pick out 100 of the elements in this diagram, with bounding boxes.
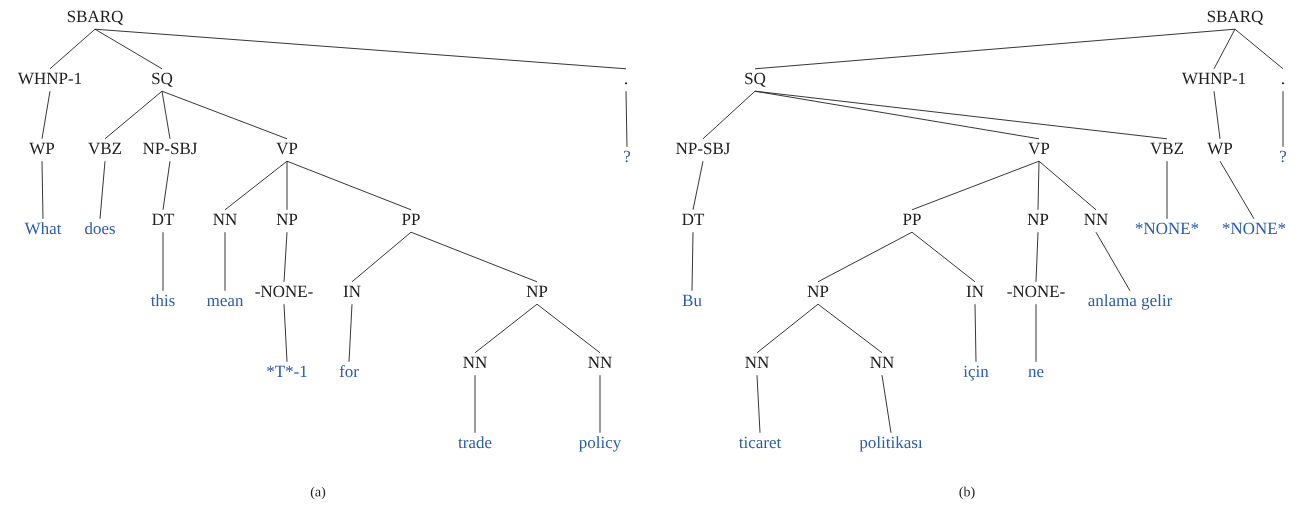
category-label: NP xyxy=(1027,213,1049,225)
category-label: NN xyxy=(588,356,612,368)
category-label: NN xyxy=(870,356,894,368)
tree-branch xyxy=(1213,28,1236,70)
category-label: DT xyxy=(682,213,705,225)
word: için xyxy=(963,365,989,381)
category-label: IN xyxy=(966,285,984,297)
category-label: SQ xyxy=(152,72,173,87)
tree-branch xyxy=(1037,160,1040,211)
word: Bu xyxy=(682,294,702,307)
category-label: VBZ xyxy=(88,142,122,155)
panel-caption: (a) xyxy=(310,486,326,500)
category-label: SQ xyxy=(745,72,766,87)
panel-caption: (b) xyxy=(959,486,975,500)
tree-branch xyxy=(1234,28,1284,70)
category-label: -NONE- xyxy=(255,285,313,298)
tree-branch xyxy=(625,90,628,148)
tree-branch xyxy=(286,160,288,211)
category-label: VBZ xyxy=(1150,142,1184,155)
word: policy xyxy=(579,436,622,452)
tree-branch xyxy=(756,303,819,354)
tree-branch xyxy=(1282,90,1284,148)
tree-branch xyxy=(41,90,51,140)
tree-branch xyxy=(104,90,163,140)
category-label: NP xyxy=(807,285,829,297)
tree-branch xyxy=(410,231,538,283)
word: *NONE* xyxy=(1135,222,1199,235)
tree-branch xyxy=(348,303,353,363)
word: *T*-1 xyxy=(267,365,307,377)
word: this xyxy=(150,294,175,307)
tree-branch xyxy=(536,303,601,354)
tree-branch xyxy=(162,160,171,211)
tree-branch xyxy=(1035,231,1039,283)
category-label: IN xyxy=(343,285,361,297)
tree-branch xyxy=(754,90,1168,140)
tree-branch xyxy=(1035,303,1037,363)
category-label: NN xyxy=(463,356,487,368)
word: *NONE* xyxy=(1222,222,1286,235)
tree-branch xyxy=(691,231,694,292)
tree-branch xyxy=(881,374,892,434)
tree-branch xyxy=(1038,160,1097,211)
tree-branch xyxy=(94,28,163,70)
category-label: WP xyxy=(1207,142,1233,155)
category-label: -NONE- xyxy=(1007,285,1065,298)
tree-branch xyxy=(283,231,288,283)
category-label: VP xyxy=(276,142,298,155)
word: ticaret xyxy=(738,436,782,449)
tree-branch xyxy=(754,28,1236,70)
category-label: PP xyxy=(402,213,420,225)
category-label: WHNP-1 xyxy=(1181,72,1246,85)
word: politikası xyxy=(859,436,923,452)
tree-branch xyxy=(224,160,288,211)
tree-branch xyxy=(911,160,1040,211)
tree-branch xyxy=(99,160,106,220)
category-label: WHNP-1 xyxy=(17,72,82,85)
category-label: . xyxy=(1282,82,1284,85)
category-label: DT xyxy=(152,213,175,225)
category-label: PP xyxy=(903,213,921,225)
tree-branch xyxy=(161,90,171,140)
tree-branch xyxy=(911,231,976,283)
category-label: NP-SBJ xyxy=(143,142,198,155)
tree-branch xyxy=(224,231,226,292)
category-label: VP xyxy=(1028,142,1050,155)
category-label: NP xyxy=(276,213,298,225)
category-label: WP xyxy=(29,142,55,155)
word: ? xyxy=(1280,150,1287,163)
tree-branch xyxy=(702,90,756,140)
category-label: NN xyxy=(745,356,769,368)
tree-branch xyxy=(162,231,164,292)
word: ? xyxy=(624,150,631,163)
tree-branch xyxy=(599,374,601,434)
category-label: SBARQ xyxy=(1207,10,1264,25)
word: anlama gelir xyxy=(1088,294,1173,310)
tree-branch xyxy=(974,303,977,363)
tree-branch xyxy=(1213,90,1221,140)
tree-branch xyxy=(41,160,44,220)
tree-branch xyxy=(1166,160,1168,220)
tree-branch xyxy=(286,160,412,211)
tree-branch xyxy=(49,28,96,70)
word: for xyxy=(339,365,359,378)
category-label: NP-SBJ xyxy=(676,142,731,155)
word: does xyxy=(85,222,115,235)
tree-branch xyxy=(756,374,761,434)
category-label: NP xyxy=(526,285,548,297)
category-label: NN xyxy=(213,213,237,225)
category-label: . xyxy=(625,82,627,85)
tree-branch xyxy=(474,374,476,434)
tree-branch xyxy=(474,303,538,354)
word: trade xyxy=(458,436,492,449)
tree-branch xyxy=(283,303,288,363)
tree-branch xyxy=(817,231,913,283)
word: mean xyxy=(206,298,244,307)
tree-branch xyxy=(161,90,288,140)
tree-branch xyxy=(1095,231,1131,292)
tree-branch xyxy=(817,303,883,354)
category-label: NN xyxy=(1084,213,1108,225)
word: What xyxy=(24,222,62,235)
tree-branch xyxy=(692,160,704,211)
word: ne xyxy=(1028,369,1044,378)
category-label: SBARQ xyxy=(67,10,124,25)
